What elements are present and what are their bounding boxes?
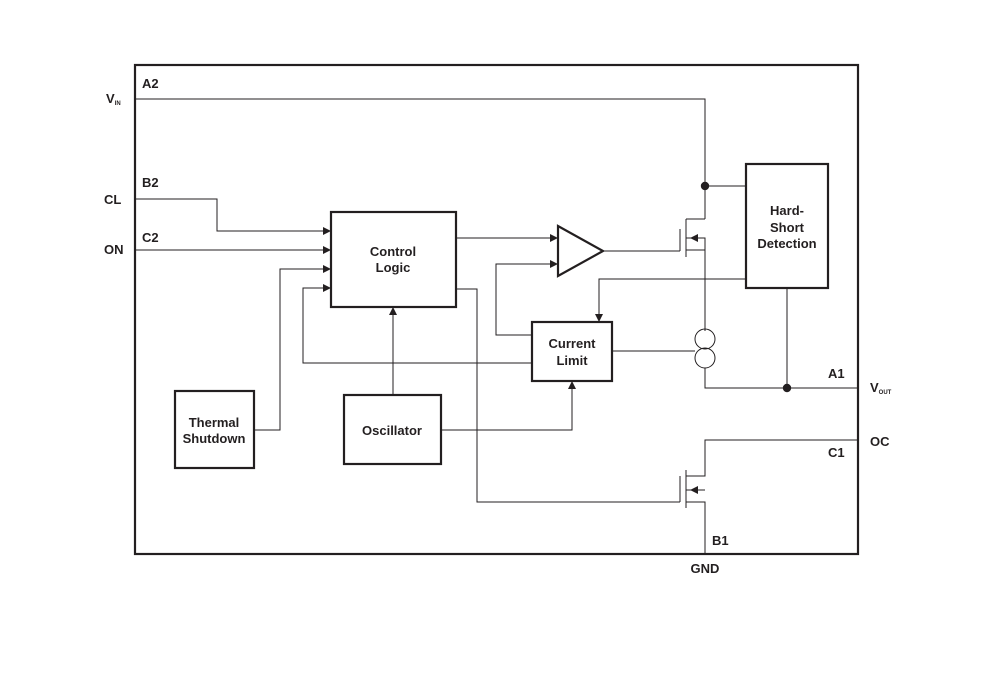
ball-a1-label: A1 [828, 366, 845, 381]
hard-short-label-line3: Detection [757, 236, 816, 251]
limit-feedback-arrow [323, 284, 331, 292]
cl-wire [135, 198, 323, 232]
thermal-shutdown-block: Thermal Shutdown [173, 389, 256, 470]
ball-b1-label: B1 [712, 533, 729, 548]
current-sense-lower-icon [694, 347, 716, 369]
current-limit-label-line1: Current [549, 336, 597, 351]
vout-pin-label: VOUT [870, 380, 892, 396]
cl-arrow [323, 227, 331, 235]
on-arrow [323, 246, 331, 254]
limit-feedback-wire [302, 287, 532, 364]
vout-junction-dot [782, 383, 792, 393]
limit-to-amp-arrow [550, 260, 558, 268]
amplifier-triangle [556, 224, 606, 278]
hard-short-label-line1: Hard- [770, 203, 804, 218]
current-limit-block: Current Limit [530, 320, 614, 383]
lower-mosfet-drain [686, 439, 858, 477]
vin-junction-dot [700, 181, 710, 191]
hard-short-detection-block: Hard- Short Detection [744, 162, 830, 290]
thermal-wire [254, 268, 323, 431]
osc-to-logic-arrow [389, 307, 397, 315]
osc-to-limit-wire [441, 389, 573, 431]
on-pin-label: ON [104, 242, 124, 257]
logic-to-lower-gate-wire [456, 288, 680, 503]
cl-pin-label: CL [104, 192, 121, 207]
upper-mosfet-arrow [690, 234, 698, 242]
thermal-label-line2: Shutdown [183, 431, 246, 446]
limit-to-amp-wire [495, 263, 550, 336]
oscillator-label: Oscillator [362, 423, 422, 438]
lower-mosfet-source [686, 501, 706, 554]
hard-short-label-line2: Short [770, 220, 805, 235]
chip-outline [133, 63, 860, 556]
ball-b2-label: B2 [142, 175, 159, 190]
vin-pin-label: VIN [106, 91, 121, 107]
oscillator-block: Oscillator [342, 393, 443, 466]
sense-to-vout-wire [704, 368, 858, 389]
thermal-arrow [323, 265, 331, 273]
control-logic-block: Control Logic [329, 210, 458, 309]
vin-wire [135, 98, 706, 219]
detection-to-limit-wire [598, 278, 746, 314]
detection-to-limit-arrow [595, 314, 603, 322]
gnd-pin-label: GND [691, 561, 720, 576]
osc-to-limit-arrow [568, 381, 576, 389]
upper-mosfet-source [686, 249, 706, 331]
ball-a2-label: A2 [142, 76, 159, 91]
current-limit-label-line2: Limit [556, 353, 588, 368]
logic-to-amp-arrow [550, 234, 558, 242]
ball-c1-label: C1 [828, 445, 845, 460]
control-logic-label-line2: Logic [376, 260, 411, 275]
lower-mosfet-arrow [690, 486, 698, 494]
thermal-label-line1: Thermal [189, 415, 240, 430]
current-sense-upper-icon [694, 328, 716, 350]
oc-pin-label: OC [870, 434, 890, 449]
upper-mosfet-body [686, 237, 706, 257]
control-logic-label-line1: Control [370, 244, 416, 259]
ball-c2-label: C2 [142, 230, 159, 245]
